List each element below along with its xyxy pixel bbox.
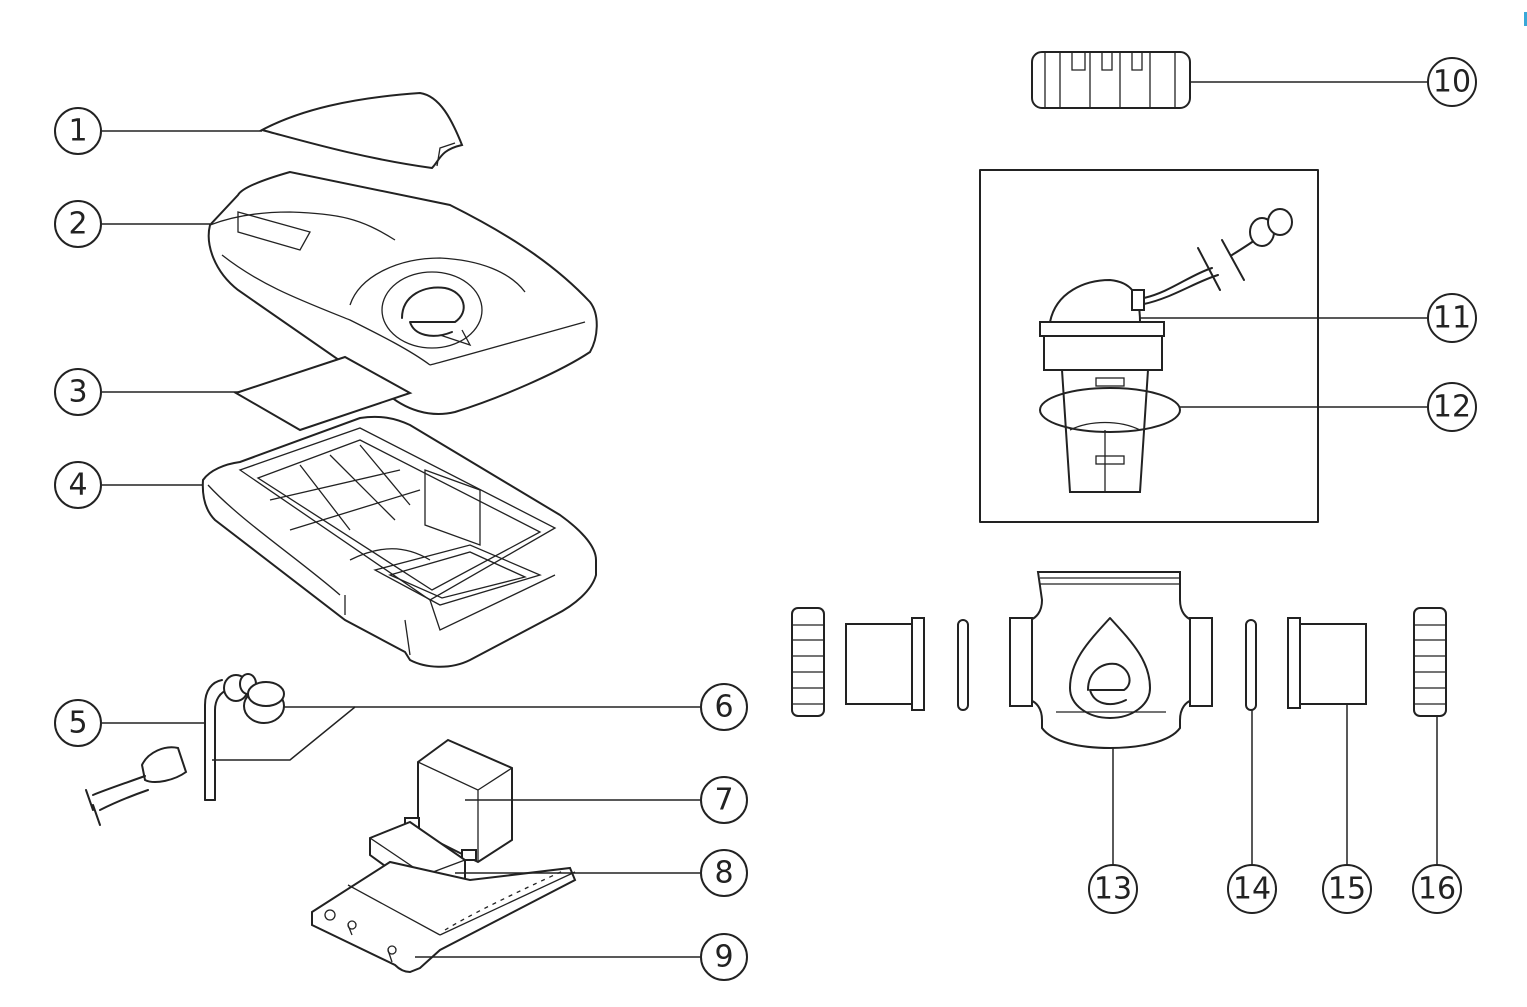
part-3-gasket bbox=[233, 355, 413, 432]
inset-frame bbox=[979, 169, 1319, 523]
leader-lines bbox=[102, 81, 1438, 958]
callout-13: 13 bbox=[1088, 864, 1138, 914]
callout-14-label: 14 bbox=[1233, 872, 1271, 907]
callout-8-label: 8 bbox=[714, 856, 733, 891]
callout-10-label: 10 bbox=[1433, 65, 1471, 100]
part-6-cap bbox=[243, 681, 285, 724]
callout-5: 5 bbox=[54, 699, 102, 747]
part-1-flap bbox=[259, 91, 464, 170]
part-10-nut bbox=[1031, 51, 1191, 109]
part-14-o-ring bbox=[1245, 619, 1257, 711]
callout-8: 8 bbox=[700, 849, 748, 897]
callout-13-label: 13 bbox=[1094, 872, 1132, 907]
callout-4-label: 4 bbox=[68, 468, 87, 503]
callout-3: 3 bbox=[54, 368, 102, 416]
callout-15: 15 bbox=[1322, 864, 1372, 914]
callout-11: 11 bbox=[1427, 293, 1477, 343]
callout-14: 14 bbox=[1227, 864, 1277, 914]
part-16-nut bbox=[1413, 607, 1447, 717]
part-9-plate bbox=[311, 860, 577, 974]
left-o-ring bbox=[957, 619, 969, 711]
part-2-lid bbox=[207, 170, 598, 415]
part-15-tailpiece bbox=[1287, 617, 1367, 709]
callout-1: 1 bbox=[54, 107, 102, 155]
callout-12: 12 bbox=[1427, 382, 1477, 432]
callout-2: 2 bbox=[54, 200, 102, 248]
callout-4: 4 bbox=[54, 461, 102, 509]
part-11-sensor-head bbox=[1039, 208, 1293, 371]
callout-16: 16 bbox=[1412, 864, 1462, 914]
callout-7: 7 bbox=[700, 776, 748, 824]
callout-6: 6 bbox=[700, 683, 748, 731]
callout-15-label: 15 bbox=[1328, 872, 1366, 907]
callout-5-label: 5 bbox=[68, 706, 87, 741]
left-nut bbox=[791, 607, 825, 717]
callout-1-label: 1 bbox=[68, 114, 87, 149]
callout-9: 9 bbox=[700, 933, 748, 981]
callout-3-label: 3 bbox=[68, 375, 87, 410]
part-13-main-body bbox=[1009, 571, 1213, 750]
part-5-cable-gland bbox=[85, 673, 257, 826]
corner-mark bbox=[1524, 12, 1527, 26]
left-tailpiece bbox=[845, 617, 925, 711]
callout-6-label: 6 bbox=[714, 690, 733, 725]
callout-10: 10 bbox=[1427, 57, 1477, 107]
callout-16-label: 16 bbox=[1418, 872, 1456, 907]
callout-11-label: 11 bbox=[1433, 301, 1471, 336]
part-4-base bbox=[201, 415, 597, 668]
callout-2-label: 2 bbox=[68, 207, 87, 242]
callout-7-label: 7 bbox=[714, 783, 733, 818]
callout-12-label: 12 bbox=[1433, 390, 1471, 425]
part-12-sensor-body bbox=[1039, 369, 1181, 493]
callout-9-label: 9 bbox=[714, 940, 733, 975]
